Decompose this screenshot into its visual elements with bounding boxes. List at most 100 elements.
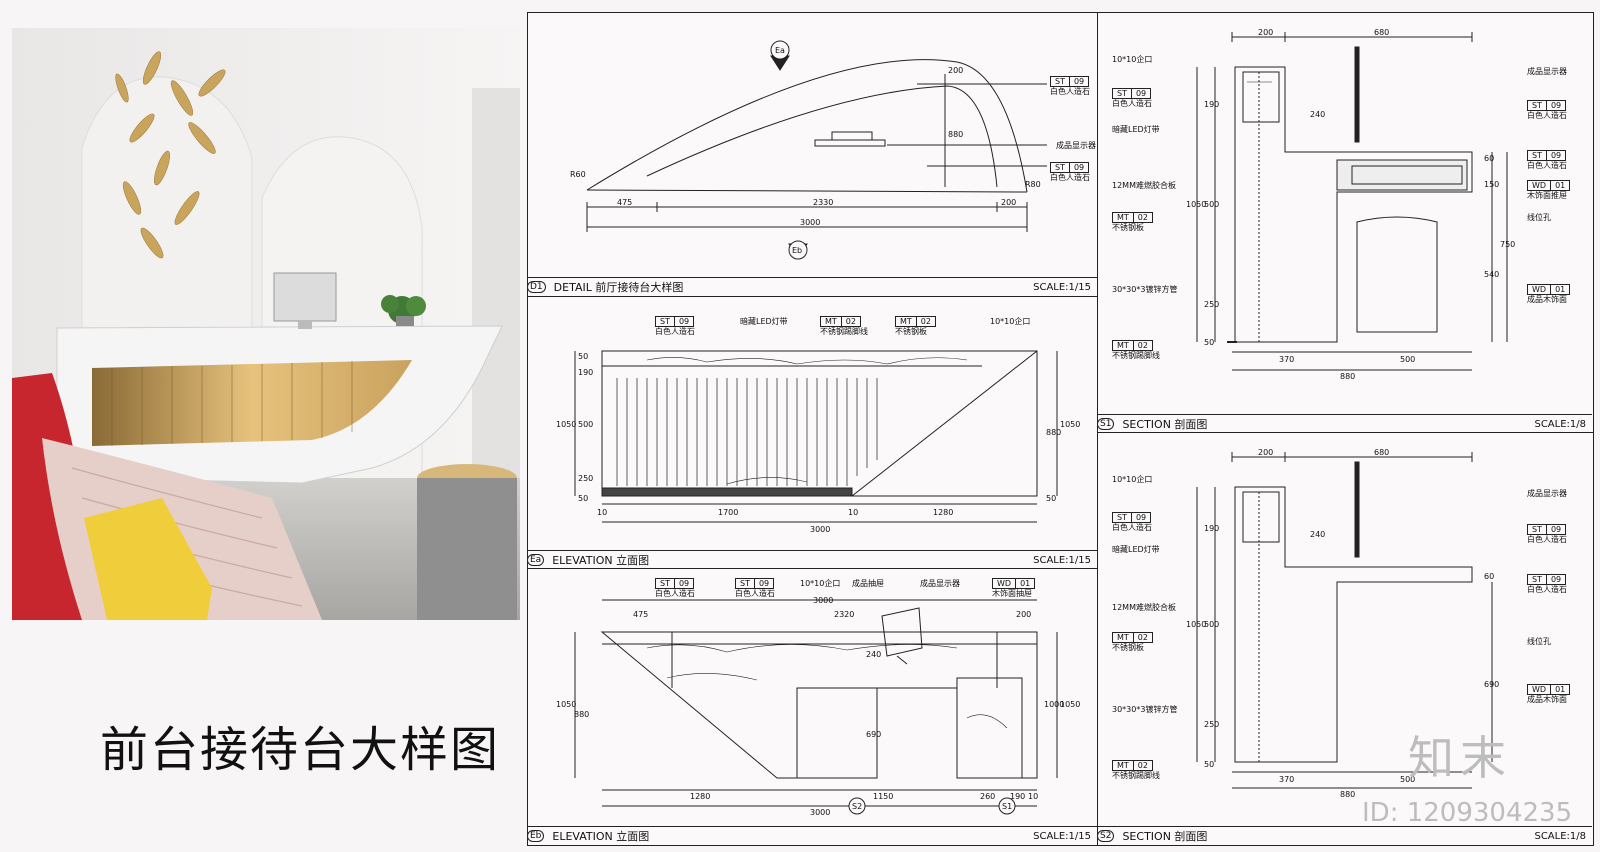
s1-dim-60: 60 xyxy=(1484,154,1495,163)
s1-note-led: 暗藏LED灯带 xyxy=(1112,125,1160,134)
s1-note-cable-hole: 线位孔 xyxy=(1527,213,1551,222)
d1-dim-475: 475 xyxy=(617,198,633,207)
s1-dim-500: 500 xyxy=(1400,355,1416,364)
s2-dim-880: 880 xyxy=(1340,790,1356,799)
s1-dim-50: 50 xyxy=(1204,338,1215,347)
d1-dim-880-v: 880 xyxy=(948,130,964,139)
panel-ea xyxy=(527,296,1099,570)
ea-dim-3000: 3000 xyxy=(810,525,831,534)
s1-note-plywood: 12MM难燃胶合板 xyxy=(1112,181,1176,190)
s1-dim-370: 370 xyxy=(1279,355,1295,364)
eb-dim-190: 190 xyxy=(1010,792,1026,801)
s1-note-steel-tube: 30*30*3镀锌方管 xyxy=(1112,285,1178,294)
ea-dim-500: 500 xyxy=(578,420,594,429)
s2-dim-1050: 1050 xyxy=(1186,620,1207,629)
eb-dim-880-l: 880 xyxy=(574,710,590,719)
watermark-logo: 知末 xyxy=(1408,731,1512,785)
s2-note-monitor: 成品显示器 xyxy=(1527,489,1567,498)
d1-note-monitor: 成品显示器 xyxy=(1056,141,1096,150)
s1-drawing xyxy=(1196,32,1508,371)
s1-dim-750: 750 xyxy=(1500,240,1516,249)
d1-dim-r60: R60 xyxy=(570,170,586,179)
panel-s2 xyxy=(1097,432,1594,846)
eb-marker-s2: S2 xyxy=(852,802,863,811)
s2-dim-500: 500 xyxy=(1400,775,1416,784)
s2-note-cable-hole: 线位孔 xyxy=(1527,637,1551,646)
eb-note-drawer: 成品抽屉 xyxy=(852,579,884,588)
s1-dim-240: 240 xyxy=(1310,110,1326,119)
s2-dim-250: 250 xyxy=(1204,720,1220,729)
eb-dim-10: 10 xyxy=(1028,792,1039,801)
s2-dim-680: 680 xyxy=(1374,448,1390,457)
s2-dim-690: 690 xyxy=(1484,680,1500,689)
ea-dim-1280: 1280 xyxy=(933,508,954,517)
s2-dim-60: 60 xyxy=(1484,572,1495,581)
s2-note-led: 暗藏LED灯带 xyxy=(1112,545,1160,554)
d1-dim-2330: 2330 xyxy=(813,198,834,207)
s2-drawing xyxy=(1196,452,1493,789)
eb-dim-2320: 2320 xyxy=(834,610,855,619)
panel-d1 xyxy=(527,12,1099,298)
eb-dim-260: 260 xyxy=(980,792,996,801)
s1-dim-250: 250 xyxy=(1204,300,1220,309)
eb-dim-3000-top: 3000 xyxy=(813,596,834,605)
d1-drawing xyxy=(586,40,1047,260)
ea-dim-880-r: 880 xyxy=(1046,428,1062,437)
eb-dim-1280: 1280 xyxy=(690,792,711,801)
ea-dim-50-a: 50 xyxy=(578,352,589,361)
ea-dim-50-c: 50 xyxy=(1046,494,1057,503)
eb-dim-690: 690 xyxy=(866,730,882,739)
eb-dim-1050-l: 1050 xyxy=(556,700,577,709)
ea-dim-250: 250 xyxy=(578,474,594,483)
s1-dim-880: 880 xyxy=(1340,372,1356,381)
s2-dim-50: 50 xyxy=(1204,760,1215,769)
ea-dim-10-b: 10 xyxy=(848,508,859,517)
s2-note-steel-tube: 30*30*3镀锌方管 xyxy=(1112,705,1178,714)
s1-dim-1050: 1050 xyxy=(1186,200,1207,209)
eb-dim-475: 475 xyxy=(633,610,649,619)
eb-dim-240: 240 xyxy=(866,650,882,659)
s1-note-monitor: 成品显示器 xyxy=(1527,67,1567,76)
s2-note-groove: 10*10企口 xyxy=(1112,475,1153,484)
ea-dim-50-b: 50 xyxy=(578,494,589,503)
s1-note-groove: 10*10企口 xyxy=(1112,55,1153,64)
s2-dim-200: 200 xyxy=(1258,448,1274,457)
s1-dim-680: 680 xyxy=(1374,28,1390,37)
ea-dim-10-a: 10 xyxy=(597,508,608,517)
eb-dim-1050-r: 1050 xyxy=(1060,700,1081,709)
ea-dim-1050-r: 1050 xyxy=(1060,420,1081,429)
eb-dim-1150: 1150 xyxy=(873,792,894,801)
s1-dim-200: 200 xyxy=(1258,28,1274,37)
d1-marker-ea: Ea xyxy=(775,46,785,55)
ea-dim-1700: 1700 xyxy=(718,508,739,517)
eb-dim-3000-bottom: 3000 xyxy=(810,808,831,817)
s1-dim-540: 540 xyxy=(1484,270,1500,279)
d1-dim-200-v: 200 xyxy=(948,66,964,75)
render-photo xyxy=(12,28,520,620)
s1-dim-190: 190 xyxy=(1204,100,1220,109)
d1-dim-r80: R80 xyxy=(1025,180,1041,189)
eb-marker-s1: S1 xyxy=(1002,802,1013,811)
